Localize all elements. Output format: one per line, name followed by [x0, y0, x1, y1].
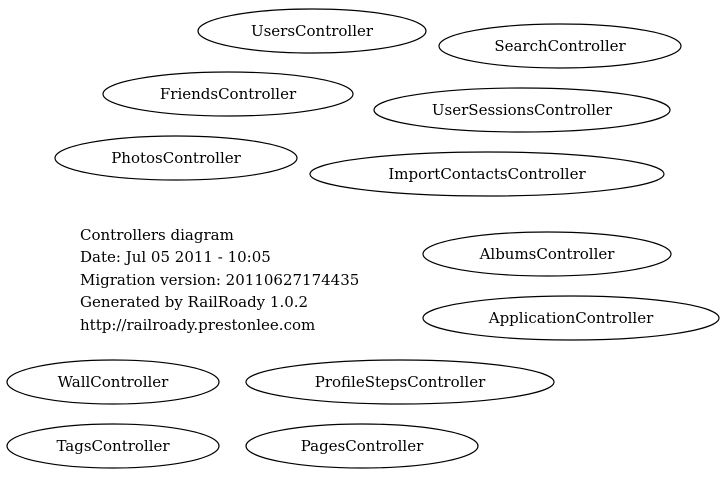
node-shape [6, 359, 220, 405]
node-shape [6, 423, 220, 469]
info-date: Date: Jul 05 2011 - 10:05 [80, 248, 271, 266]
info-generator: Generated by RailRoady 1.0.2 [80, 293, 308, 311]
diagram-info-block: Controllers diagram Date: Jul 05 2011 - … [80, 226, 359, 334]
node-friends-controller: FriendsController [102, 71, 354, 117]
node-tags-controller: TagsController [6, 423, 220, 469]
node-pages-controller: PagesController [245, 423, 479, 469]
node-label: PagesController [301, 437, 424, 455]
node-photos-controller: PhotosController [54, 135, 298, 181]
node-profile-steps-controller: ProfileStepsController [245, 359, 555, 405]
node-label: UsersController [251, 22, 374, 40]
node-shape [422, 295, 720, 341]
node-wall-controller: WallController [6, 359, 220, 405]
node-shape [309, 151, 665, 197]
node-shape [197, 8, 427, 54]
node-label: ImportContactsController [388, 165, 586, 183]
node-shape [102, 71, 354, 117]
node-shape [245, 423, 479, 469]
node-shape [54, 135, 298, 181]
node-label: ApplicationController [488, 309, 654, 327]
node-import-contacts-controller: ImportContactsController [309, 151, 665, 197]
node-user-sessions-controller: UserSessionsController [373, 87, 671, 133]
node-label: TagsController [56, 437, 170, 455]
node-shape [422, 231, 672, 277]
info-url: http://railroady.prestonlee.com [80, 316, 315, 334]
node-application-controller: ApplicationController [422, 295, 720, 341]
info-migration-version: Migration version: 20110627174435 [80, 271, 359, 289]
node-search-controller: SearchController [438, 23, 682, 69]
node-label: UserSessionsController [432, 101, 613, 119]
info-title: Controllers diagram [80, 226, 234, 244]
node-shape [245, 359, 555, 405]
node-label: ProfileStepsController [315, 373, 486, 391]
node-users-controller: UsersController [197, 8, 427, 54]
node-label: WallController [58, 373, 170, 391]
node-label: FriendsController [160, 85, 297, 103]
node-label: AlbumsController [479, 245, 616, 263]
node-shape [438, 23, 682, 69]
node-label: SearchController [494, 37, 626, 55]
node-shape [373, 87, 671, 133]
node-albums-controller: AlbumsController [422, 231, 672, 277]
node-label: PhotosController [111, 149, 241, 167]
